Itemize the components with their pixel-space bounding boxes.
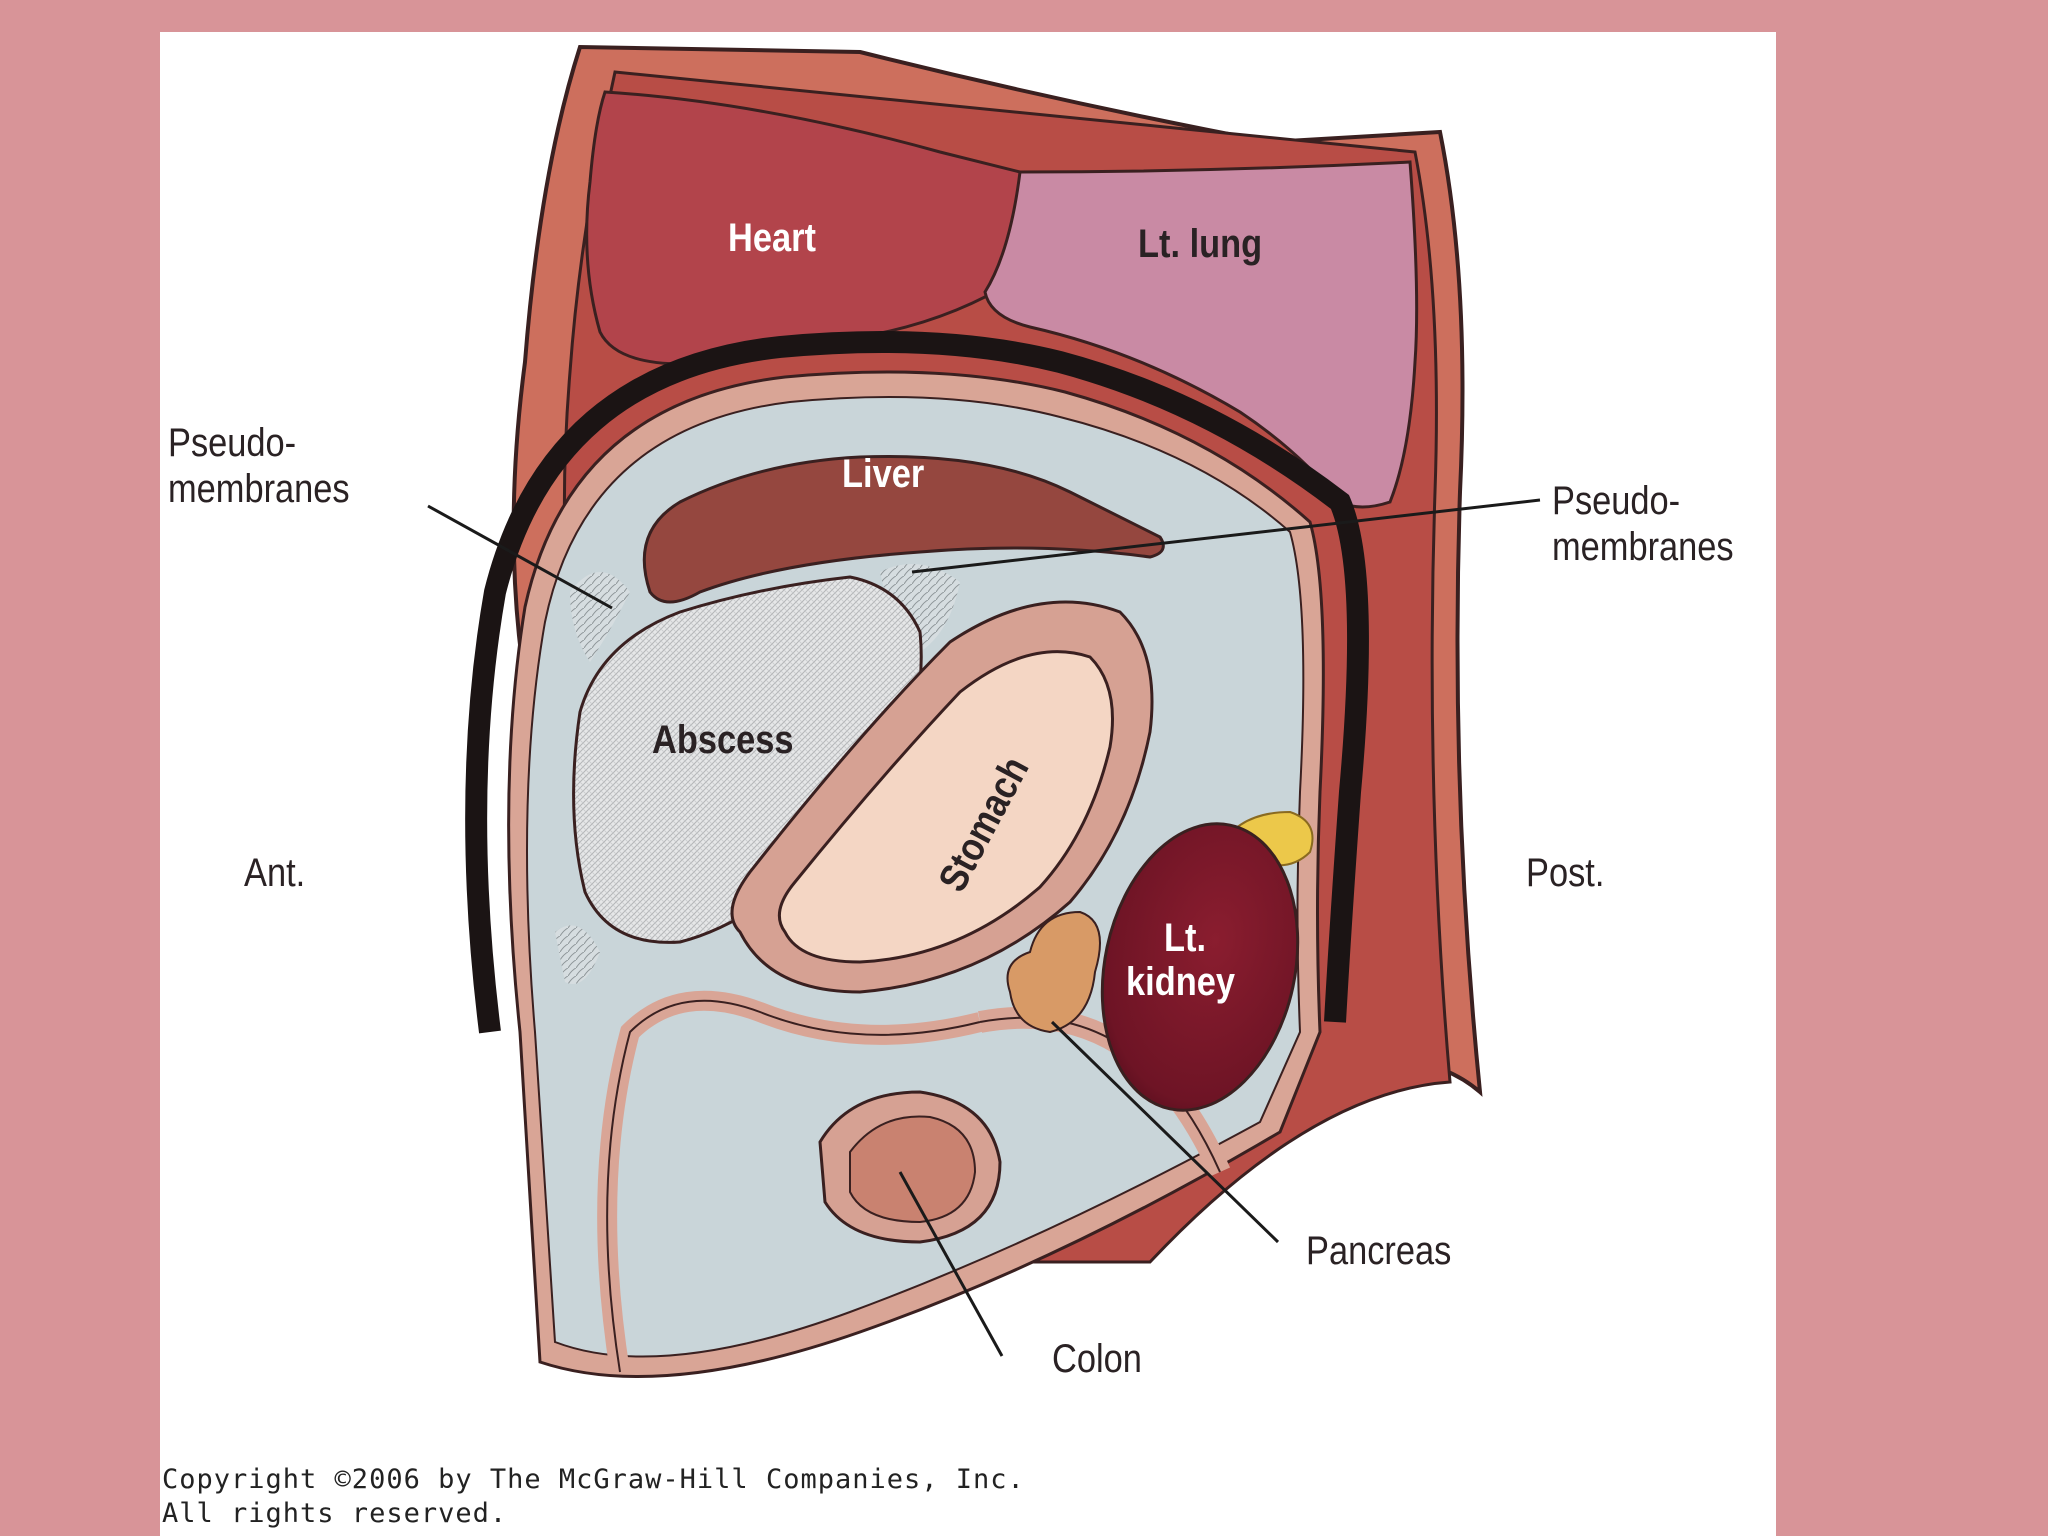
leader-pancreas: [1050, 1020, 1280, 1244]
left-kidney: [1100, 822, 1300, 1112]
leader-pseudo-left: [427, 504, 613, 610]
abdomen-cross-section: [427, 44, 1541, 1379]
posterior-label: Post.: [1526, 851, 1605, 895]
leader-colon: [898, 1171, 1004, 1357]
copyright-line2: All rights reserved.: [162, 1498, 508, 1529]
pseudo-right-label: Pseudo- membranes: [1552, 479, 1734, 569]
left-lung: [983, 160, 1419, 509]
heart-label: Heart: [728, 216, 816, 260]
abscess-label: Abscess: [652, 718, 794, 762]
diaphragm: [465, 331, 1369, 1034]
kidney-label-line1: Lt.: [1164, 916, 1207, 960]
diagram-panel: Heart Lt. lung Liver Abscess Stomach Lt.…: [160, 32, 1776, 1536]
liver-label: Liver: [842, 452, 925, 496]
colon-label: Colon: [1052, 1337, 1142, 1381]
liver: [642, 454, 1165, 604]
copyright-line1: Copyright ©2006 by The McGraw-Hill Compa…: [162, 1464, 1025, 1495]
stomach: [777, 650, 1114, 964]
lung-label: Lt. lung: [1138, 222, 1263, 266]
pseudomembranes-right: [880, 564, 960, 652]
colon: [849, 1115, 977, 1224]
leader-pseudo-right: [911, 498, 1541, 574]
pancreas: [1006, 910, 1101, 1034]
pancreas-label: Pancreas: [1306, 1229, 1452, 1273]
anterior-label: Ant.: [244, 851, 306, 895]
kidney-label-line2: kidney: [1126, 960, 1235, 1004]
pseudo-left-label: Pseudo- membranes: [168, 421, 350, 511]
